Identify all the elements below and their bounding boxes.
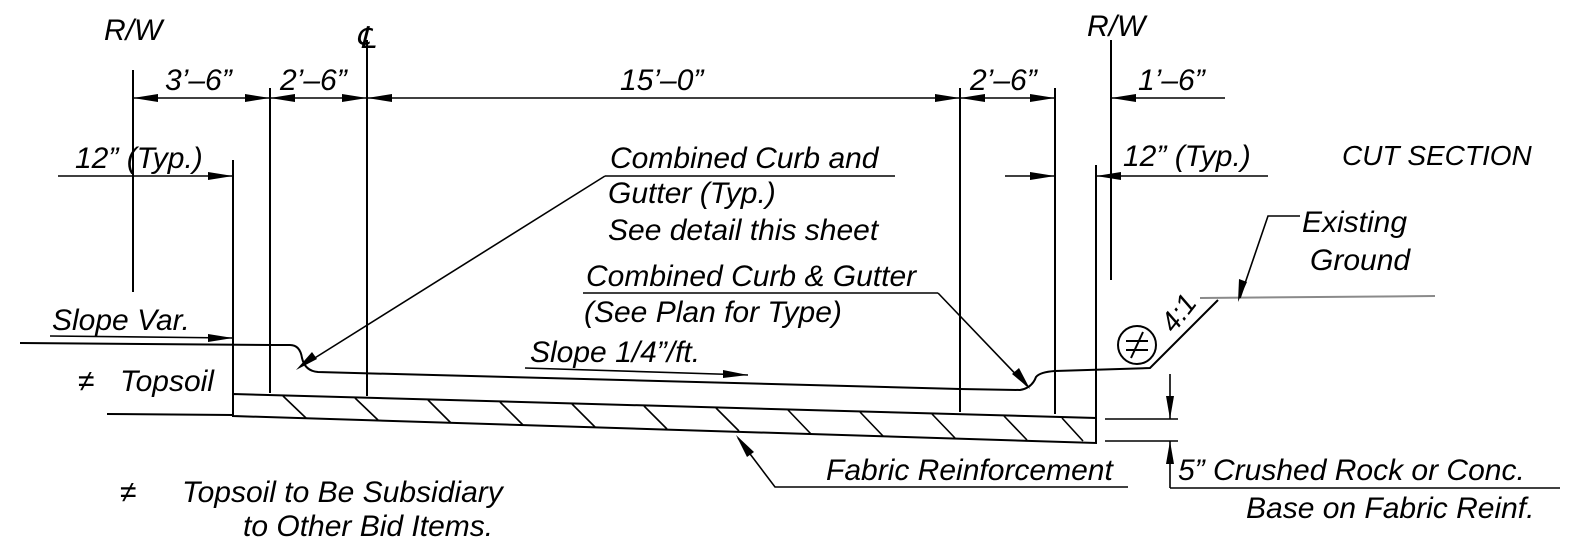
topsoil-mark: ≠ <box>78 365 94 398</box>
existing-ground-line1: Existing <box>1302 206 1407 239</box>
existing-ground-leader <box>1239 215 1300 299</box>
dim-arrow <box>1030 94 1055 102</box>
curb-typ-line1: Combined Curb and <box>610 142 880 175</box>
dim-arrow <box>367 94 392 102</box>
curb-plan-line2: (See Plan for Type) <box>584 296 842 329</box>
dim-2-6-right-label: 2’–6” <box>969 64 1039 97</box>
fabric-arrow <box>736 435 754 457</box>
curb-plan-arrow <box>1012 368 1030 389</box>
dim-arrow <box>1111 94 1136 102</box>
dim-arrow <box>270 94 295 102</box>
base-dim-head-top <box>1166 396 1174 419</box>
cut-section-label: CUT SECTION <box>1342 140 1533 171</box>
typ-right-arrow-b <box>1096 172 1121 180</box>
rw-right-label: R/W <box>1087 10 1148 43</box>
slope-quarter-underline <box>524 367 749 376</box>
typ-12-left-label: 12” (Typ.) <box>75 142 203 175</box>
curb-typ-arrow <box>296 352 317 370</box>
note-line1: Topsoil to Be Subsidiary <box>182 476 505 509</box>
slope-ratio-label: 4:1 <box>1154 288 1202 338</box>
dim-arrow <box>935 94 960 102</box>
slope-var-arrow <box>208 334 233 342</box>
topsoil-circle <box>1117 325 1157 365</box>
dim-1-6-label: 1’–6” <box>1138 64 1207 97</box>
pavement-surface <box>270 299 1219 392</box>
slope-quarter-label: Slope 1/4”/ft. <box>530 336 700 369</box>
dim-arrow <box>960 94 985 102</box>
subgrade-line <box>106 413 234 416</box>
crushed-rock-line1: 5” Crushed Rock or Conc. <box>1178 454 1525 487</box>
curb-plan-leader <box>937 292 1028 387</box>
typ-12-right-label: 12” (Typ.) <box>1123 140 1251 173</box>
dim-arrow <box>342 94 367 102</box>
dim-3-6-label: 3’–6” <box>165 64 234 97</box>
dim-arrow <box>245 94 270 102</box>
centerline-label: ℄ <box>356 22 376 55</box>
typ-right-arrow-a <box>1030 172 1055 180</box>
existing-ground-line2: Ground <box>1310 244 1411 277</box>
curb-typ-line3: See detail this sheet <box>608 214 880 247</box>
base-course <box>232 392 1097 445</box>
crushed-rock-line2: Base on Fabric Reinf. <box>1246 492 1534 525</box>
rw-left-label: R/W <box>104 14 165 47</box>
existing-ground-line <box>1199 295 1436 299</box>
base-hatch <box>282 395 1084 442</box>
slope-quarter-arrow <box>723 370 748 378</box>
topsoil-label: Topsoil <box>120 365 215 398</box>
curb-typ-leader <box>301 175 606 367</box>
topsoil-circle-slash <box>1130 331 1144 359</box>
dim-15-0-label: 15’–0” <box>620 64 705 97</box>
slope-var-underline <box>49 335 234 339</box>
dim-arrow <box>133 94 158 102</box>
curb-typ-line2: Gutter (Typ.) <box>608 177 776 210</box>
slope-var-label: Slope Var. <box>52 304 190 337</box>
note-line2: to Other Bid Items. <box>243 510 493 538</box>
curb-plan-line1: Combined Curb & Gutter <box>586 260 917 293</box>
note-mark: ≠ <box>120 476 136 509</box>
fabric-reinforcement-label: Fabric Reinforcement <box>826 454 1114 487</box>
existing-ground-arrow <box>1238 279 1247 302</box>
typ-left-arrow <box>208 172 233 180</box>
dim-2-6-left-label: 2’–6” <box>279 64 349 97</box>
base-dim-head-bottom <box>1166 441 1174 464</box>
left-ground-line <box>19 342 273 346</box>
